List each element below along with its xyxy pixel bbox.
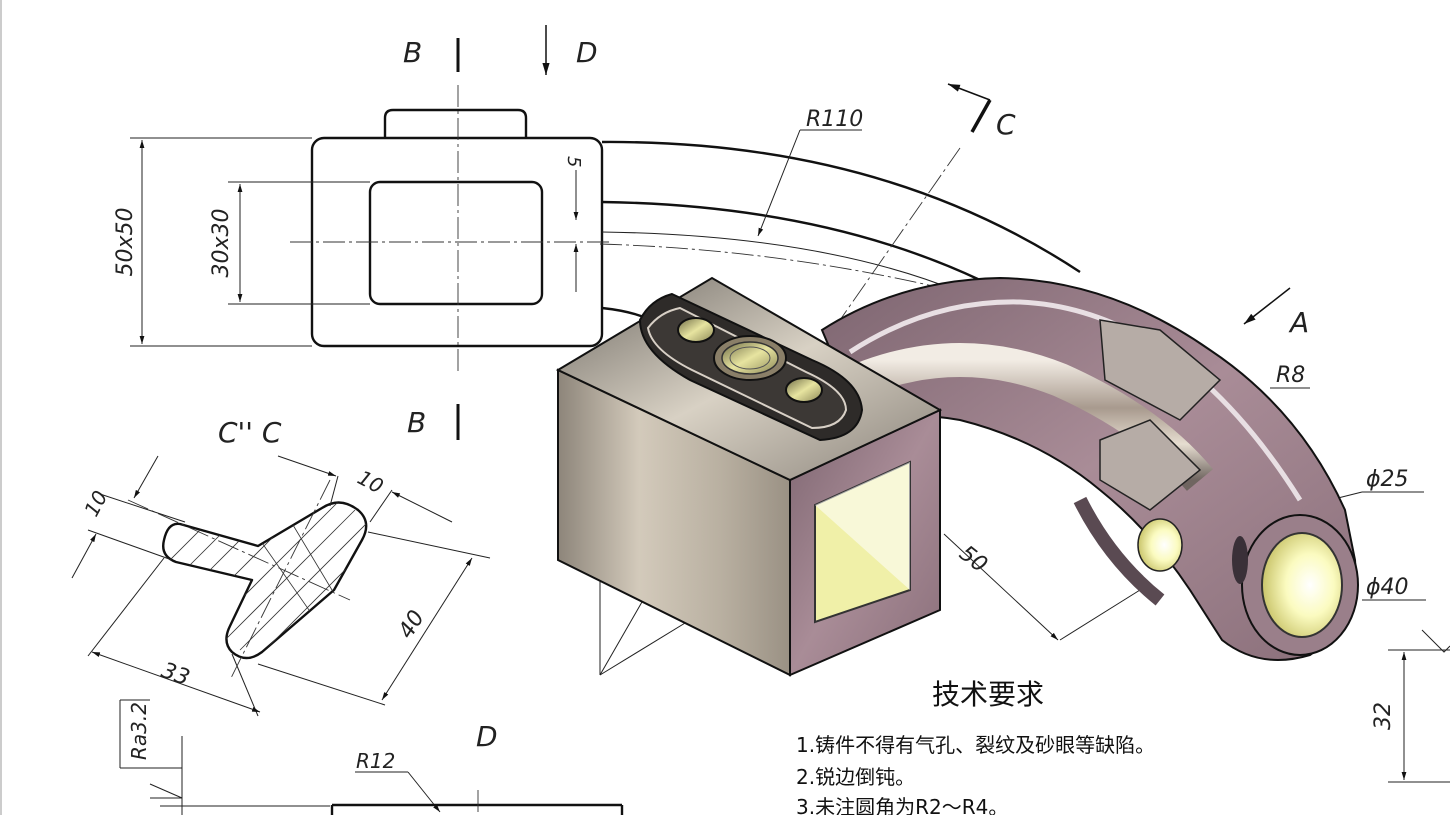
dim-arm-50: 50 bbox=[954, 541, 991, 578]
note-item-3: 3.未注圆角为R2～R4。 bbox=[796, 795, 1008, 815]
dim-dia-40: ϕ40 bbox=[1366, 575, 1409, 600]
view-d-top-label: D bbox=[576, 36, 598, 69]
technical-notes: 技术要求 1.铸件不得有气孔、裂纹及砂眼等缺陷。 2.锐边倒钝。 3.未注圆角为… bbox=[796, 678, 1155, 815]
top-view: B B D 50x50 30x30 5 R110 C bbox=[113, 25, 1081, 440]
dim-inner-square: 30x30 bbox=[209, 208, 234, 277]
dim-rib-10-b: 10 bbox=[354, 465, 388, 498]
view-d: D R12 Ra3.2 bbox=[119, 699, 624, 815]
dim-wall: 5 bbox=[563, 156, 584, 167]
dim-outer-square: 50x50 bbox=[113, 207, 138, 276]
dim-rib-10-a: 10 bbox=[79, 487, 112, 521]
roughness-label: Ra3.2 bbox=[127, 702, 151, 760]
section-c-label: C bbox=[996, 108, 1016, 141]
dim-height-32: 32 bbox=[1371, 702, 1396, 730]
dim-dia-25: ϕ25 bbox=[1366, 467, 1409, 492]
notes-heading: 技术要求 bbox=[932, 678, 1044, 711]
note-item-1: 1.铸件不得有气孔、裂纹及砂眼等缺陷。 bbox=[796, 733, 1155, 757]
section-b-top-label: B bbox=[403, 36, 422, 69]
view-d-bottom-label: D bbox=[476, 720, 498, 753]
section-cc-view: C'' C 10 10 bbox=[71, 416, 491, 717]
section-b-bottom-label: B bbox=[407, 406, 426, 439]
dim-rib-40: 40 bbox=[394, 606, 430, 643]
dim-fillet-r8: R8 bbox=[1276, 363, 1305, 388]
section-cc-title: C'' C bbox=[218, 416, 282, 449]
3d-model-render bbox=[555, 276, 1359, 677]
dim-radius-12: R12 bbox=[356, 749, 395, 773]
note-item-2: 2.锐边倒钝。 bbox=[796, 765, 915, 789]
dim-arc-radius: R110 bbox=[806, 107, 863, 132]
view-a-label: A bbox=[1288, 306, 1309, 339]
